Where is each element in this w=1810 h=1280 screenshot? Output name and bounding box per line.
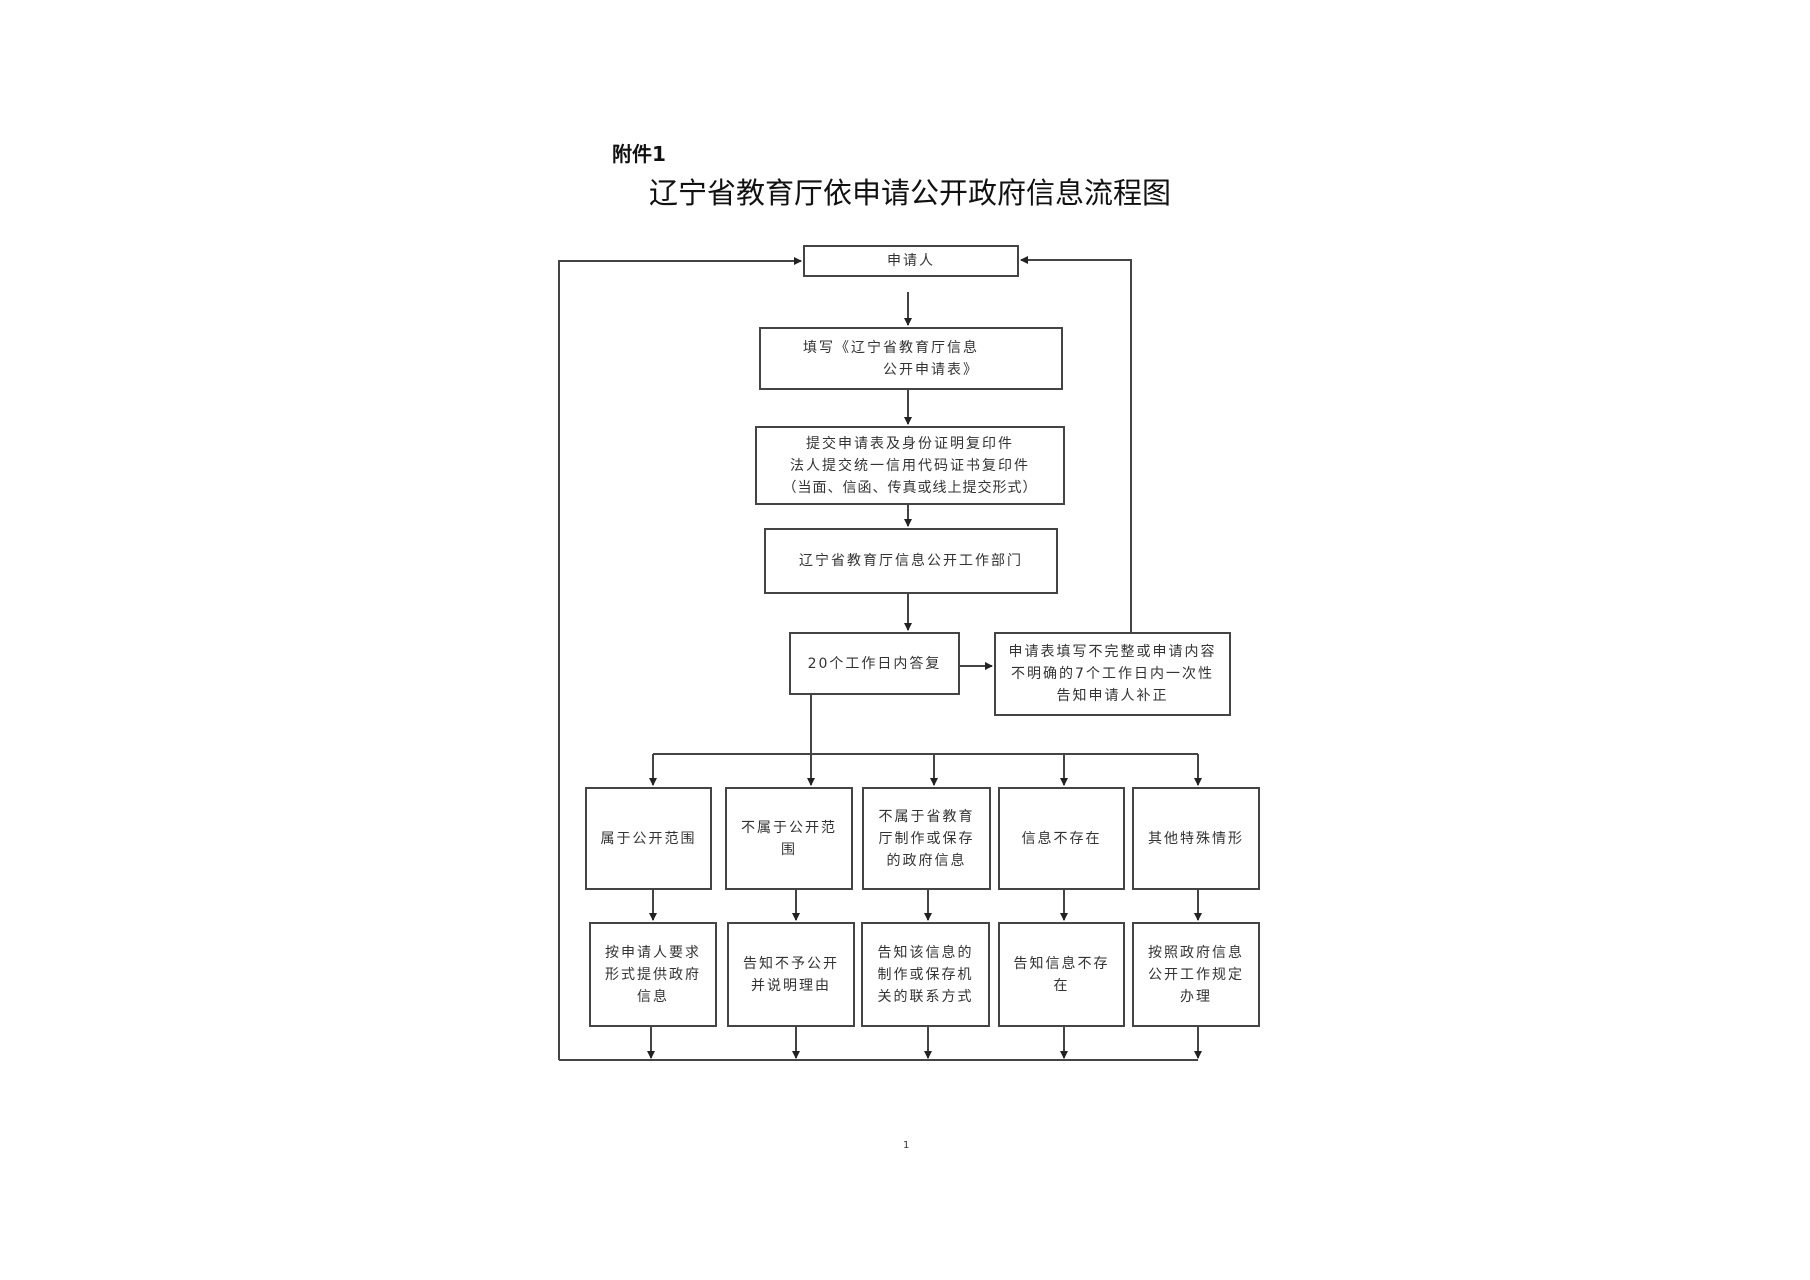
node-label: 不属于省教育厅制作或保存的政府信息 — [878, 808, 975, 869]
node-label: 20个工作日内答复 — [807, 655, 942, 672]
node-outcome-regulation: 按照政府信息公开工作规定办理 — [1132, 922, 1260, 1027]
node-outcome-provide: 按申请人要求形式提供政府信息 — [589, 922, 717, 1027]
node-fill-form: 填写《辽宁省教育厅信息 公开申请表》 — [759, 327, 1063, 390]
node-label: 其他特殊情形 — [1148, 830, 1244, 847]
node-label: 不属于公开范围 — [741, 819, 837, 858]
page-title: 辽宁省教育厅依申请公开政府信息流程图 — [648, 176, 1171, 210]
node-label: 公开申请表》 — [883, 361, 979, 378]
node-label: 填写《辽宁省教育厅信息 — [803, 339, 979, 356]
node-label: 属于公开范围 — [600, 830, 697, 847]
node-label: 按申请人要求形式提供政府信息 — [605, 944, 701, 1005]
node-category-public: 属于公开范围 — [585, 787, 712, 890]
node-supplement: 申请表填写不完整或申请内容不明确的7个工作日内一次性告知申请人补正 — [994, 632, 1231, 716]
node-label: 按照政府信息公开工作规定办理 — [1148, 944, 1244, 1005]
loop-left-line — [558, 257, 802, 1060]
node-department: 辽宁省教育厅信息公开工作部门 — [764, 528, 1058, 594]
node-submit: 提交申请表及身份证明复印件 法人提交统一信用代码证书复印件 （当面、信函、传真或… — [755, 426, 1065, 505]
page-number: 1 — [903, 1140, 910, 1151]
node-label: 告知不予公开并说明理由 — [743, 955, 839, 994]
attachment-label: 附件1 — [612, 142, 666, 166]
node-category-not-exist: 信息不存在 — [998, 787, 1125, 890]
node-label: 法人提交统一信用代码证书复印件 — [790, 457, 1030, 474]
node-outcome-contact: 告知该信息的制作或保存机关的联系方式 — [861, 922, 990, 1027]
node-applicant: 申请人 — [803, 245, 1019, 277]
node-category-other: 其他特殊情形 — [1132, 787, 1260, 890]
node-label: （当面、信函、传真或线上提交形式） — [782, 479, 1038, 496]
node-label: 申请人 — [887, 253, 935, 269]
node-category-not-held: 不属于省教育厅制作或保存的政府信息 — [862, 787, 991, 890]
node-label: 辽宁省教育厅信息公开工作部门 — [799, 553, 1023, 569]
node-outcome-not-exist: 告知信息不存在 — [998, 922, 1125, 1027]
node-category-not-public: 不属于公开范围 — [725, 787, 853, 890]
node-label: 信息不存在 — [1021, 830, 1102, 847]
node-outcome-refuse: 告知不予公开并说明理由 — [727, 922, 855, 1027]
node-label: 申请表填写不完整或申请内容不明确的7个工作日内一次性告知申请人补正 — [1008, 644, 1217, 704]
node-reply: 20个工作日内答复 — [789, 632, 960, 695]
node-label: 告知该信息的制作或保存机关的联系方式 — [877, 944, 974, 1005]
node-label: 告知信息不存在 — [1013, 955, 1110, 994]
node-label: 提交申请表及身份证明复印件 — [806, 435, 1014, 452]
loop-right-line — [1020, 256, 1132, 632]
